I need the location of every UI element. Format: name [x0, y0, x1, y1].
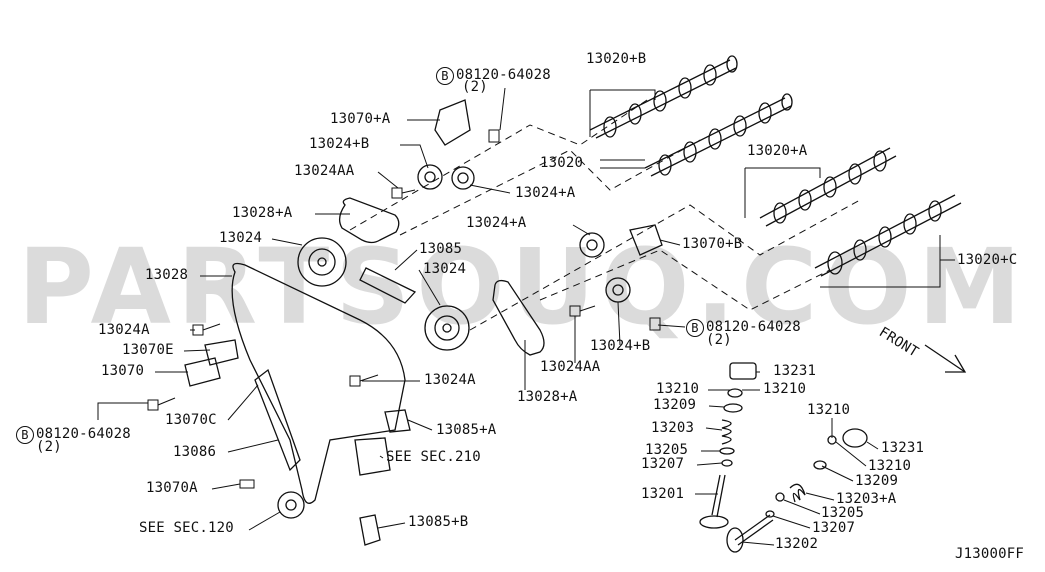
- camshaft-13020B: [589, 55, 738, 139]
- leader-lines: [97, 87, 955, 546]
- label-13024AA-mid[interactable]: 13024AA: [540, 359, 601, 375]
- camshaft-13020C: [814, 194, 962, 277]
- label-13070[interactable]: 13070: [101, 363, 145, 379]
- label-13070E[interactable]: 13070E: [122, 342, 174, 358]
- label-13085B[interactable]: 13085+B: [408, 514, 469, 530]
- label-13207[interactable]: 13207: [641, 456, 685, 472]
- label-13020B[interactable]: 13020+B: [586, 51, 647, 67]
- valve-parts-right: [726, 428, 868, 553]
- bolt-13024A-mid: [349, 374, 379, 387]
- sprocket-sec120: [277, 491, 305, 519]
- label-13024-mid[interactable]: 13024: [423, 261, 467, 277]
- label-13085A[interactable]: 13085+A: [436, 422, 497, 438]
- slipper-13085A: [384, 409, 411, 433]
- label-13205-b[interactable]: 13205: [821, 505, 865, 521]
- chain-guide-13086: [254, 368, 301, 472]
- timing-chain-13028: [231, 262, 406, 504]
- label-13231-b[interactable]: 13231: [881, 440, 925, 456]
- valve-parts-left: [699, 362, 757, 529]
- label-13024A-left[interactable]: 13024A: [98, 322, 150, 338]
- label-13086[interactable]: 13086: [173, 444, 217, 460]
- bolt-symbol-icon: B: [16, 426, 34, 444]
- label-bolt-right-number: 08120-64028: [706, 319, 801, 335]
- sprocket-13024-left: [297, 237, 347, 287]
- bolt-08120-left: [147, 397, 176, 411]
- label-13231[interactable]: 13231: [773, 363, 817, 379]
- label-13201[interactable]: 13201: [641, 486, 685, 502]
- label-13024AA-top[interactable]: 13024AA: [294, 163, 355, 179]
- label-bolt-left-number: 08120-64028: [36, 426, 131, 442]
- label-13209-b[interactable]: 13209: [855, 473, 899, 489]
- label-13024-left[interactable]: 13024: [219, 230, 263, 246]
- label-13210-d[interactable]: 13210: [868, 458, 912, 474]
- dashed-line-low: [539, 249, 831, 311]
- label-see-sec120[interactable]: SEE SEC.120: [139, 520, 234, 536]
- label-13028A-mid[interactable]: 13028+A: [517, 389, 578, 405]
- tensioner-13070E: [204, 339, 239, 366]
- label-bolt-left-qty: (2): [36, 439, 62, 455]
- label-13210-b[interactable]: 13210: [763, 381, 807, 397]
- label-13024B-mid[interactable]: 13024+B: [590, 338, 651, 354]
- label-13024A-mid[interactable]: 13024A: [424, 372, 476, 388]
- dashed-line-top: [349, 97, 651, 231]
- label-13070C[interactable]: 13070C: [165, 412, 217, 428]
- label-13024A-top[interactable]: 13024+A: [515, 185, 576, 201]
- sprocket-13024-mid: [424, 305, 470, 351]
- timing-chain-13028A-mid: [492, 279, 545, 356]
- label-13210-a[interactable]: 13210: [656, 381, 700, 397]
- sprocket-13024B-top: [417, 164, 443, 190]
- label-13070A[interactable]: 13070+A: [330, 111, 391, 127]
- label-13020A[interactable]: 13020+A: [747, 143, 808, 159]
- label-13205[interactable]: 13205: [645, 442, 689, 458]
- sprocket-13024A-top: [451, 166, 475, 190]
- bolt-13024AA-top: [391, 187, 416, 199]
- tensioner-13070B: [629, 224, 663, 256]
- label-13020C[interactable]: 13020+C: [957, 252, 1018, 268]
- label-13070A-low[interactable]: 13070A: [146, 480, 198, 496]
- label-13028A-top[interactable]: 13028+A: [232, 205, 293, 221]
- camshaft-13020: [644, 93, 793, 177]
- camshaft-13020A: [759, 147, 897, 227]
- label-13070B[interactable]: 13070+B: [682, 236, 743, 252]
- label-13203[interactable]: 13203: [651, 420, 695, 436]
- bolt-13024A-left: [192, 323, 221, 336]
- label-13028[interactable]: 13028: [145, 267, 189, 283]
- sprocket-13024B-mid: [605, 277, 631, 303]
- bolt-08120-top: [488, 129, 500, 143]
- bolt-symbol-icon: B: [686, 319, 704, 337]
- bolt-symbol-icon: B: [436, 67, 454, 85]
- bolt-13070A-low: [239, 479, 255, 489]
- tensioner-13070A-top: [434, 99, 471, 146]
- label-13085[interactable]: 13085: [419, 241, 463, 257]
- dashed-line-mid: [399, 139, 701, 236]
- label-bolt-top-number: 08120-64028: [456, 67, 551, 83]
- front-arrow-icon: [924, 344, 967, 373]
- label-bolt-top-qty: (2): [462, 79, 488, 95]
- label-13203A[interactable]: 13203+A: [836, 491, 897, 507]
- label-13024B-top[interactable]: 13024+B: [309, 136, 370, 152]
- sprocket-13024A-right: [579, 232, 605, 258]
- label-13024A-right[interactable]: 13024+A: [466, 215, 527, 231]
- label-13207-b[interactable]: 13207: [812, 520, 856, 536]
- label-13210-c[interactable]: 13210: [807, 402, 851, 418]
- tensioner-sec210: [354, 437, 391, 476]
- slipper-13085B: [359, 514, 381, 546]
- label-13202[interactable]: 13202: [775, 536, 819, 552]
- label-see-sec210[interactable]: SEE SEC.210: [386, 449, 481, 465]
- bolt-08120-right: [649, 317, 661, 331]
- label-bolt-right-qty: (2): [706, 332, 732, 348]
- chain-guide-13085: [359, 267, 417, 304]
- label-13020[interactable]: 13020: [540, 155, 584, 171]
- drawing-code: J13000FF: [955, 546, 1025, 562]
- label-13209[interactable]: 13209: [653, 397, 697, 413]
- timing-chain-13028A-top: [338, 197, 400, 244]
- bolt-13024AA-mid: [569, 305, 596, 317]
- dashed-line-right: [469, 199, 861, 331]
- tensioner-13070: [184, 357, 221, 387]
